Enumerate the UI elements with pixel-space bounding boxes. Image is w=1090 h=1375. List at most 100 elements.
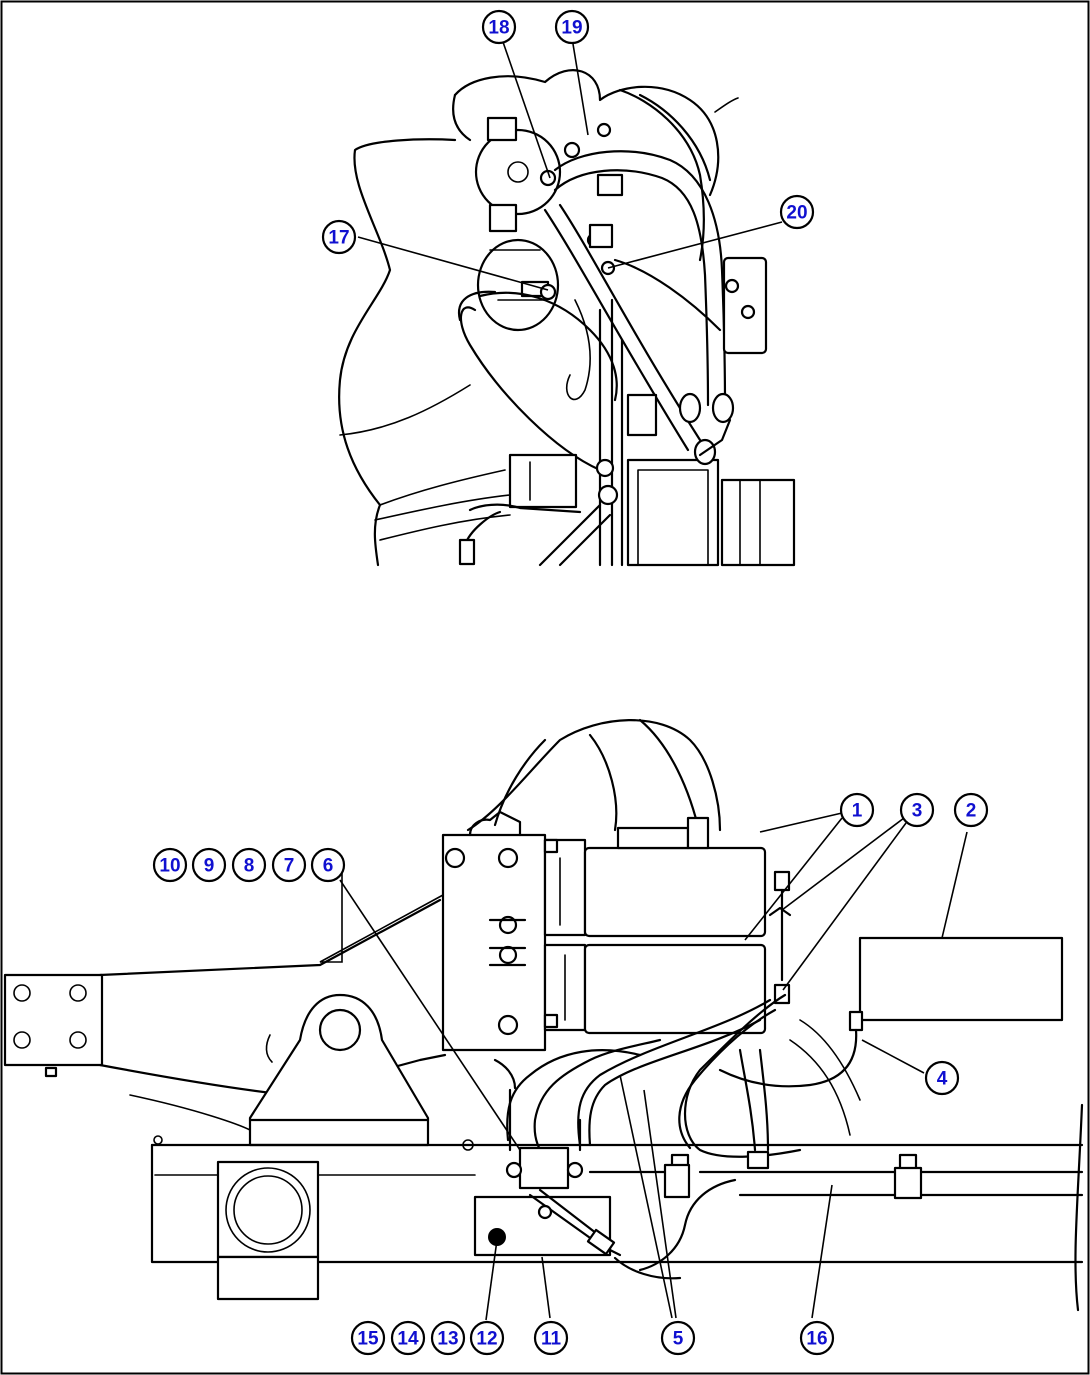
chamber-center xyxy=(507,161,529,183)
upper-view-illustration xyxy=(338,69,796,567)
pipe xyxy=(493,1058,517,1090)
access-port-inner xyxy=(233,1175,303,1245)
bolt xyxy=(444,847,466,869)
air-hose xyxy=(558,203,702,442)
callout-label: 14 xyxy=(397,1329,419,1350)
bolt-hole xyxy=(69,1031,87,1049)
tube-clamp xyxy=(663,1163,691,1199)
bolt-hole xyxy=(13,1031,31,1049)
nut xyxy=(543,838,559,854)
callout-10: 10 xyxy=(152,847,188,883)
access-plate-lower xyxy=(216,1255,320,1301)
valve-block xyxy=(596,173,624,197)
nut xyxy=(563,141,581,159)
callout-2: 2 xyxy=(953,792,989,828)
callout-18: 18 xyxy=(481,9,517,45)
component-box xyxy=(858,936,1064,1022)
callout-4: 4 xyxy=(924,1060,960,1096)
tire-tread-line xyxy=(379,469,506,506)
pivot-mount xyxy=(248,993,430,1147)
tire-rib xyxy=(588,733,618,832)
callout-label: 17 xyxy=(328,228,349,249)
pressure-switch xyxy=(518,1146,570,1190)
fitting xyxy=(488,203,518,233)
callout-7: 7 xyxy=(271,847,307,883)
connector xyxy=(458,538,476,566)
solenoid-box xyxy=(508,453,578,509)
callout-6: 6 xyxy=(310,847,346,883)
fitting xyxy=(746,1150,770,1170)
valve-body xyxy=(626,393,658,437)
air-hose xyxy=(588,1018,762,1147)
arm-upper-edge xyxy=(98,898,442,977)
nut xyxy=(505,1161,523,1179)
tire-tread-line xyxy=(339,384,471,436)
brake-chamber-upper xyxy=(474,128,562,216)
callout-label: 2 xyxy=(966,801,977,822)
access-port-outer xyxy=(225,1167,311,1253)
air-hose xyxy=(613,258,722,332)
bolt xyxy=(498,945,518,965)
callout-17: 17 xyxy=(321,219,357,255)
air-hose xyxy=(683,993,802,1158)
solenoid-upper xyxy=(583,846,767,938)
harness xyxy=(718,1028,858,1088)
nut xyxy=(740,304,756,320)
air-hose xyxy=(758,1048,770,1152)
nut xyxy=(543,1013,559,1029)
hose-bend xyxy=(698,418,732,457)
valve-block xyxy=(588,223,614,249)
callout-label: 20 xyxy=(786,203,807,224)
callout-1: 1 xyxy=(839,792,875,828)
mount-bracket-inner xyxy=(637,469,709,566)
air-hose xyxy=(577,998,772,1147)
callout-label: 5 xyxy=(673,1329,684,1350)
mount-bracket xyxy=(626,458,720,567)
wire xyxy=(558,513,612,567)
callout-label: 9 xyxy=(204,856,215,877)
valve-block xyxy=(441,833,547,1052)
rail-end xyxy=(1074,1103,1084,1312)
tire-outline xyxy=(466,719,722,832)
housing-rib xyxy=(638,93,712,182)
callout-11: 11 xyxy=(533,1320,569,1356)
lower-view-illustration xyxy=(3,718,1084,1312)
solenoid-cap xyxy=(616,826,690,850)
callout-label: 18 xyxy=(488,18,509,39)
air-hose xyxy=(459,306,602,472)
callout-label: 11 xyxy=(541,1329,562,1350)
wire xyxy=(129,1094,251,1131)
frame-member xyxy=(720,478,796,567)
valve-column xyxy=(598,298,624,567)
wire xyxy=(468,503,582,514)
rail-hole xyxy=(462,1139,474,1151)
nut xyxy=(596,122,612,138)
nut xyxy=(595,458,615,478)
wire xyxy=(789,1039,851,1136)
pivot-pin xyxy=(318,1008,362,1052)
callout-13: 13 xyxy=(430,1320,466,1356)
nut xyxy=(539,283,557,301)
pipe xyxy=(508,1088,582,1152)
solenoid-lower xyxy=(583,943,767,1035)
hose-end xyxy=(711,392,735,424)
tube-clamp xyxy=(893,1166,923,1200)
callout-label: 12 xyxy=(476,1329,497,1350)
solenoid-detail xyxy=(559,857,566,1021)
mounting-plate xyxy=(3,973,104,1067)
tire-tread-line xyxy=(379,514,511,541)
housing-outline xyxy=(452,93,472,142)
air-hose xyxy=(506,1049,642,1142)
bolt-hole xyxy=(69,984,87,1002)
fitting xyxy=(44,1066,58,1078)
callout-9: 9 xyxy=(191,847,227,883)
callout-label: 19 xyxy=(561,18,582,39)
nut xyxy=(724,278,740,294)
hose-end xyxy=(678,392,702,424)
rail-hole xyxy=(153,1135,163,1145)
nut xyxy=(537,1204,553,1220)
air-hose xyxy=(543,208,690,452)
callout-16: 16 xyxy=(799,1320,835,1356)
